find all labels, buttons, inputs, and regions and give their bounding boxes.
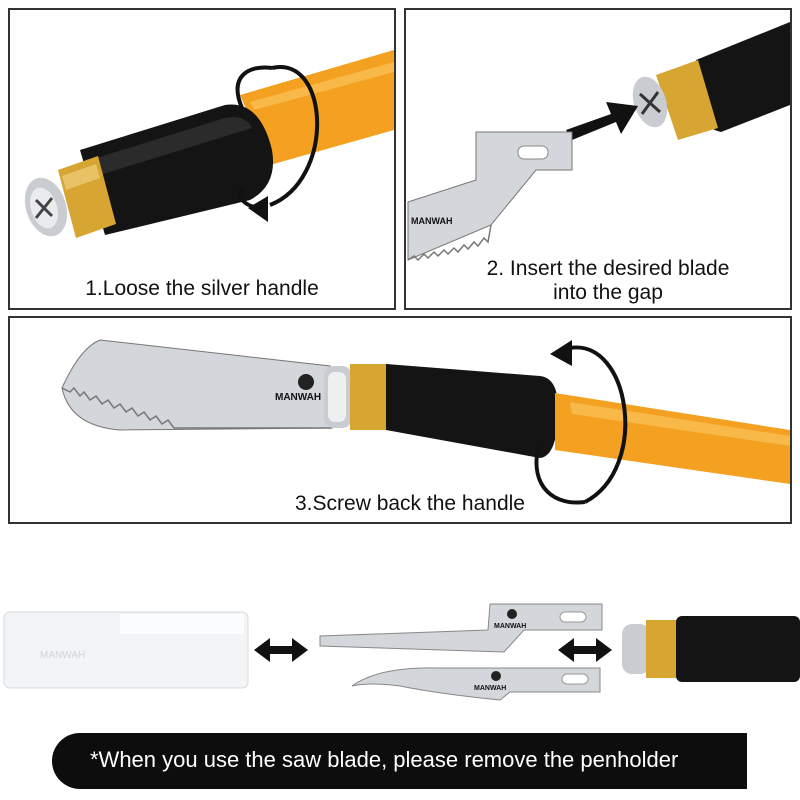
saw-blade: MANWAH: [61, 339, 333, 431]
swap-arrow-icon: [558, 638, 612, 662]
step-1-caption: 1.Loose the silver handle: [85, 277, 319, 300]
step-3-panel: MANWAH 3.Screw back the handle: [8, 316, 792, 524]
parts-illustration: MANWAH MANWAH MANWAH: [3, 603, 800, 701]
step-2-caption-line-2: into the gap: [553, 281, 663, 304]
step-2-panel: MANWAH 2. Insert the desired blade into …: [404, 8, 792, 310]
brand-label: MANWAH: [474, 685, 506, 692]
brand-label: MANWAH: [411, 216, 453, 226]
brass-collar: [350, 364, 390, 430]
black-grip: [386, 364, 558, 458]
black-grip: [80, 104, 274, 235]
step-1-panel: 1.Loose the silver handle: [8, 8, 396, 310]
saw-blade: MANWAH: [407, 131, 573, 262]
step-3-illustration: MANWAH: [61, 339, 790, 505]
saw-blade: MANWAH: [319, 603, 603, 653]
step-2-illustration: MANWAH: [407, 22, 790, 262]
footer-note: *When you use the saw blade, please remo…: [90, 747, 679, 772]
swap-arrow-icon: [254, 638, 308, 662]
silver-tip: [632, 76, 668, 128]
penholder-cap: MANWAH: [3, 611, 249, 689]
brand-label: MANWAH: [494, 623, 526, 630]
brass-collar: [656, 60, 718, 140]
insert-arrow-icon: [566, 102, 638, 140]
footer-note-banner: *When you use the saw blade, please remo…: [52, 733, 747, 789]
rotate-arrow-icon: [534, 345, 628, 505]
step-1-illustration: [24, 50, 394, 238]
rotate-arrow-head: [550, 340, 572, 366]
rotate-arrow-head: [248, 196, 268, 222]
step-2-caption-line-1: 2. Insert the desired blade: [486, 257, 730, 280]
silver-tip: [24, 177, 68, 237]
silver-tip-highlight: [328, 372, 346, 422]
step-3-caption: 3.Screw back the handle: [295, 492, 525, 515]
black-grip: [696, 22, 790, 132]
saw-blade: MANWAH: [351, 667, 601, 701]
brass-collar: [58, 156, 116, 238]
handle-end: [622, 616, 800, 682]
brand-label: MANWAH: [275, 392, 321, 403]
cap-embossed-text: MANWAH: [40, 650, 85, 661]
